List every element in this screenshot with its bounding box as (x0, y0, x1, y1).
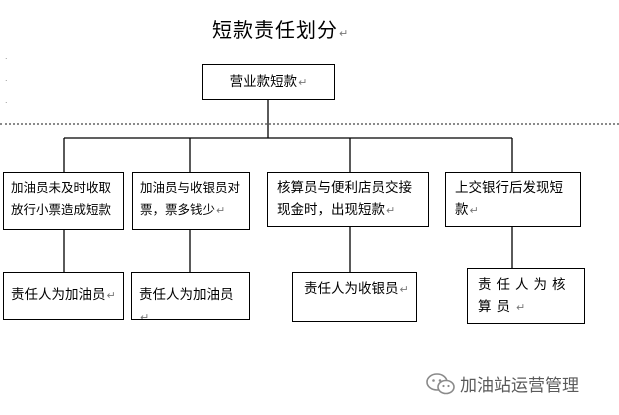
cause-label: 上交银行后发现短款 (455, 180, 563, 218)
responsible-label: 责任人为加油员 (139, 287, 234, 303)
responsible-node: 责任人为收银员↵ (292, 272, 417, 322)
margin-marks: ˙˙˙ (4, 58, 9, 112)
cause-label: 加油员未及时收取放行小票造成短款 (11, 180, 112, 217)
paragraph-mark: ↵ (469, 204, 479, 217)
paragraph-mark: ↵ (386, 204, 396, 217)
paragraph-mark: ↵ (106, 289, 116, 302)
paragraph-mark: ↵ (399, 283, 409, 296)
title-text: 短款责任划分 (212, 18, 338, 42)
paragraph-mark: ↵ (140, 311, 150, 320)
paragraph-mark: ↵ (339, 27, 350, 40)
responsible-label: 责任人为收银员 (304, 281, 399, 297)
responsible-node: 责任人为核算员↵ (467, 268, 585, 324)
responsible-node: 责任人为加油员 ↵ (131, 272, 250, 320)
paragraph-mark: ↵ (298, 76, 308, 89)
cause-node: 核算员与便利店员交接现金时，出现短款↵ (267, 172, 429, 227)
diagram-title: 短款责任划分↵ (212, 14, 349, 43)
responsible-node: 责任人为加油员↵ (3, 272, 124, 320)
cause-label: 核算员与便利店员交接现金时，出现短款 (277, 180, 412, 218)
section-divider (0, 123, 619, 125)
wechat-icon (426, 372, 455, 394)
watermark-text: 加油站运营管理 (460, 376, 579, 396)
cause-node: 上交银行后发现短款↵ (445, 172, 581, 227)
root-label: 营业款短款 (229, 74, 298, 90)
paragraph-mark: ↵ (516, 301, 531, 314)
cause-node: 加油员与收银员对票，票多钱少↵ (132, 172, 250, 230)
watermark: 加油站运营管理 (426, 371, 579, 396)
cause-node: 加油员未及时收取放行小票造成短款 ↵ (3, 172, 124, 230)
paragraph-mark: ↵ (12, 226, 21, 229)
responsible-label: 责任人为核算员 (478, 277, 571, 315)
paragraph-mark: ↵ (216, 204, 226, 217)
cause-label: 加油员与收银员对票，票多钱少 (140, 180, 241, 217)
responsible-label: 责任人为加油员 (11, 287, 106, 303)
root-node: 营业款短款↵ (202, 64, 335, 100)
